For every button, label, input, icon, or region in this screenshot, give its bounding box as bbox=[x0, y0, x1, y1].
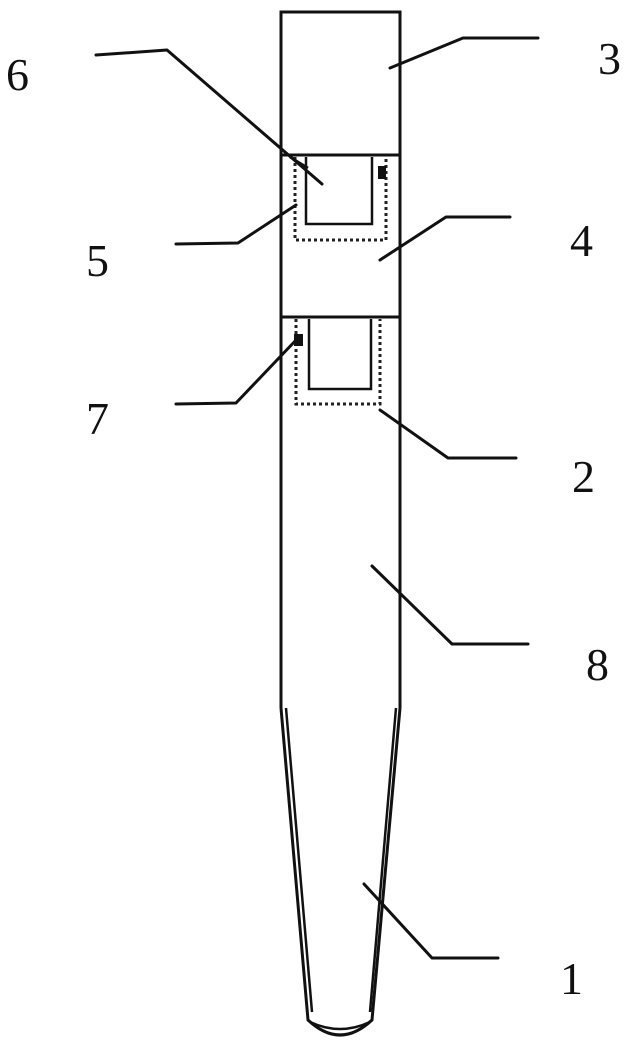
leader-line-3 bbox=[388, 36, 540, 70]
leader-line-1 bbox=[362, 882, 500, 960]
lower-inner-chamber bbox=[307, 319, 373, 391]
leader-line-5 bbox=[174, 203, 298, 246]
reference-label-6: 6 bbox=[6, 49, 29, 100]
tapered-tip-outer bbox=[279, 707, 402, 1037]
upper-marker-square bbox=[378, 166, 386, 179]
upper-inner-chamber bbox=[304, 157, 374, 226]
leader-line-8 bbox=[370, 564, 530, 646]
reference-label-7: 7 bbox=[86, 393, 109, 444]
middle-band bbox=[279, 153, 402, 319]
upper-dotted-layer bbox=[293, 157, 388, 242]
reference-label-2: 2 bbox=[572, 451, 595, 502]
leader-line-6 bbox=[94, 48, 324, 186]
lower-dotted-layer bbox=[294, 319, 382, 406]
main-tube-body bbox=[279, 317, 402, 708]
lower-marker-square bbox=[294, 334, 303, 346]
top-cap-block bbox=[279, 10, 402, 157]
reference-label-8: 8 bbox=[586, 639, 609, 690]
leader-line-2 bbox=[378, 408, 518, 460]
reference-label-1: 1 bbox=[560, 953, 583, 1004]
reference-label-5: 5 bbox=[86, 235, 109, 286]
tapered-tip-inner-right bbox=[368, 707, 398, 1013]
tapered-tip-inner-left bbox=[284, 707, 314, 1013]
leader-line-7 bbox=[174, 336, 300, 406]
tapered-tip-bottom bbox=[309, 1020, 371, 1031]
reference-label-3: 3 bbox=[598, 33, 621, 84]
reference-label-4: 4 bbox=[570, 215, 593, 266]
leader-line-4 bbox=[378, 215, 512, 262]
